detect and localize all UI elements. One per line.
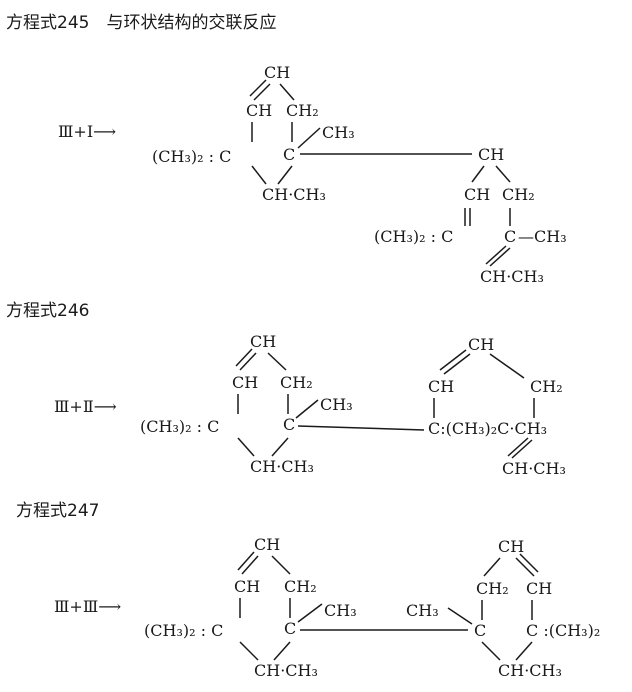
eq246-left-c: (CH₃)₂ : C (140, 417, 219, 436)
eq246-right-c: C (283, 415, 295, 434)
eq246-right-top: CH (468, 335, 494, 354)
eq247-left-ring-bonds (237, 551, 323, 661)
eq245-right-ur: CH₂ (502, 185, 535, 204)
equation-246-title: 方程式246 (6, 301, 89, 321)
eq247-left-methyl: CH₃ (324, 601, 357, 620)
eq246-left-ring-bonds (235, 348, 319, 457)
eq247-right-bottom: CH·CH₃ (498, 661, 562, 680)
eq245-right-sub: —CH₃ (518, 227, 567, 246)
eq245-right-bottom: CH·CH₃ (480, 267, 544, 286)
eq246-left-ul: CH (232, 373, 258, 392)
eq245-right-right-c: C (504, 227, 516, 246)
eq245-left-top: CH (264, 63, 290, 82)
eq245-left-bottom: CH·CH₃ (262, 185, 326, 204)
eq247-left-ul: CH (234, 577, 260, 596)
eq247-right-ring-bonds (447, 553, 539, 661)
eq245-left-ring-bonds (249, 79, 321, 185)
equation-247-reaction: Ⅲ+Ⅲ⟶ (54, 597, 121, 616)
eq247-left-top: CH (254, 535, 280, 554)
eq247-right-right-c: C :(CH₃)₂ (526, 621, 600, 640)
eq246-right-ur: CH₂ (530, 377, 563, 396)
eq246-crosslink-bond (297, 425, 425, 431)
eq246-left-top: CH (250, 332, 276, 351)
eq245-left-ur: CH₂ (286, 101, 319, 120)
eq245-right-ring-bonds (464, 165, 511, 267)
eq246-left-ur: CH₂ (280, 373, 313, 392)
eq245-right-top: CH (478, 145, 504, 164)
eq245-right-c: C (283, 145, 295, 164)
equation-245-title: 方程式245 与环状结构的交联反应 (6, 13, 276, 33)
eq245-left-methyl: CH₃ (322, 123, 355, 142)
eq246-left-methyl: CH₃ (320, 395, 353, 414)
eq246-right-mid: C:(CH₃)₂C·CH₃ (428, 419, 547, 438)
eq246-right-ul: CH (428, 377, 454, 396)
equation-245-reaction: Ⅲ+Ⅰ⟶ (58, 122, 116, 141)
eq247-left-ur: CH₂ (284, 577, 317, 596)
eq245-right-ul: CH (464, 185, 490, 204)
eq246-left-bottom: CH·CH₃ (250, 457, 314, 476)
eq247-left-c: (CH₃)₂ : C (144, 621, 223, 640)
eq247-right-c: C (284, 619, 296, 638)
eq247-right-ul: CH₂ (476, 579, 509, 598)
eq246-right-ring-bonds (433, 349, 535, 459)
eq245-left-c: (CH₃)₂ : C (152, 147, 231, 166)
eq247-right-methyl: CH₃ (406, 601, 439, 620)
eq245-left-ul: CH (246, 101, 272, 120)
eq247-left-bottom: CH·CH₃ (254, 661, 318, 680)
eq245-right-left-c: (CH₃)₂ : C (374, 227, 453, 246)
eq247-right-top: CH (498, 537, 524, 556)
eq247-right-left-c: C (474, 621, 486, 640)
equation-246-reaction: Ⅲ+Ⅱ⟶ (54, 397, 117, 416)
eq246-right-bottom: CH·CH₃ (502, 459, 566, 478)
equation-247-title: 方程式247 (16, 501, 99, 521)
eq247-right-ur: CH (526, 579, 552, 598)
